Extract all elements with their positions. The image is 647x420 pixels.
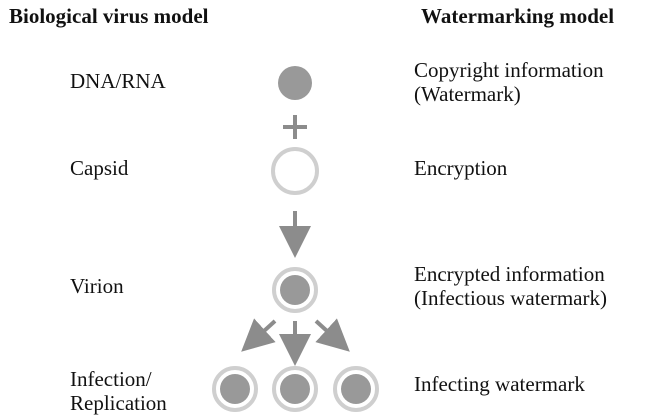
- capsid-label-line: Capsid: [70, 156, 129, 180]
- dna-rna-core-icon: [278, 66, 312, 100]
- watermark-line: (Watermark): [414, 82, 521, 106]
- virion-label: Virion: [70, 274, 124, 298]
- dna-rna-label-line: DNA/RNA: [70, 69, 166, 93]
- arrow-down-left-icon: [241, 318, 277, 352]
- biological-model-heading: Biological virus model: [9, 4, 209, 28]
- infected-virion-left-icon: [212, 366, 258, 412]
- infecting-watermark-line: Infecting watermark: [414, 372, 585, 396]
- copyright-information-line: Copyright information: [414, 58, 604, 82]
- plus-icon: [283, 115, 307, 139]
- encryption-label: Encryption: [414, 156, 507, 180]
- encrypted-information-line: Encrypted information: [414, 262, 605, 286]
- encrypted-information-label: Encrypted information (Infectious waterm…: [414, 262, 607, 310]
- infectious-watermark-line: (Infectious watermark): [414, 286, 607, 310]
- virion-icon: [272, 267, 318, 313]
- replication-label-line: Replication: [70, 391, 167, 415]
- capsid-ring-icon: [271, 147, 319, 195]
- dna-rna-label: DNA/RNA: [70, 69, 166, 93]
- virion-label-line: Virion: [70, 274, 124, 298]
- copyright-information-label: Copyright information (Watermark): [414, 58, 604, 106]
- infected-virion-center-icon: [272, 366, 318, 412]
- infecting-watermark-label: Infecting watermark: [414, 372, 585, 396]
- capsid-label: Capsid: [70, 156, 128, 180]
- infection-replication-label: Infection/ Replication: [70, 367, 167, 415]
- infected-virion-right-icon: [333, 366, 379, 412]
- infection-label-line: Infection/: [70, 367, 152, 391]
- watermarking-model-heading: Watermarking model: [421, 4, 615, 28]
- arrow-down-right-icon: [314, 318, 350, 352]
- encryption-line: Encryption: [414, 156, 508, 180]
